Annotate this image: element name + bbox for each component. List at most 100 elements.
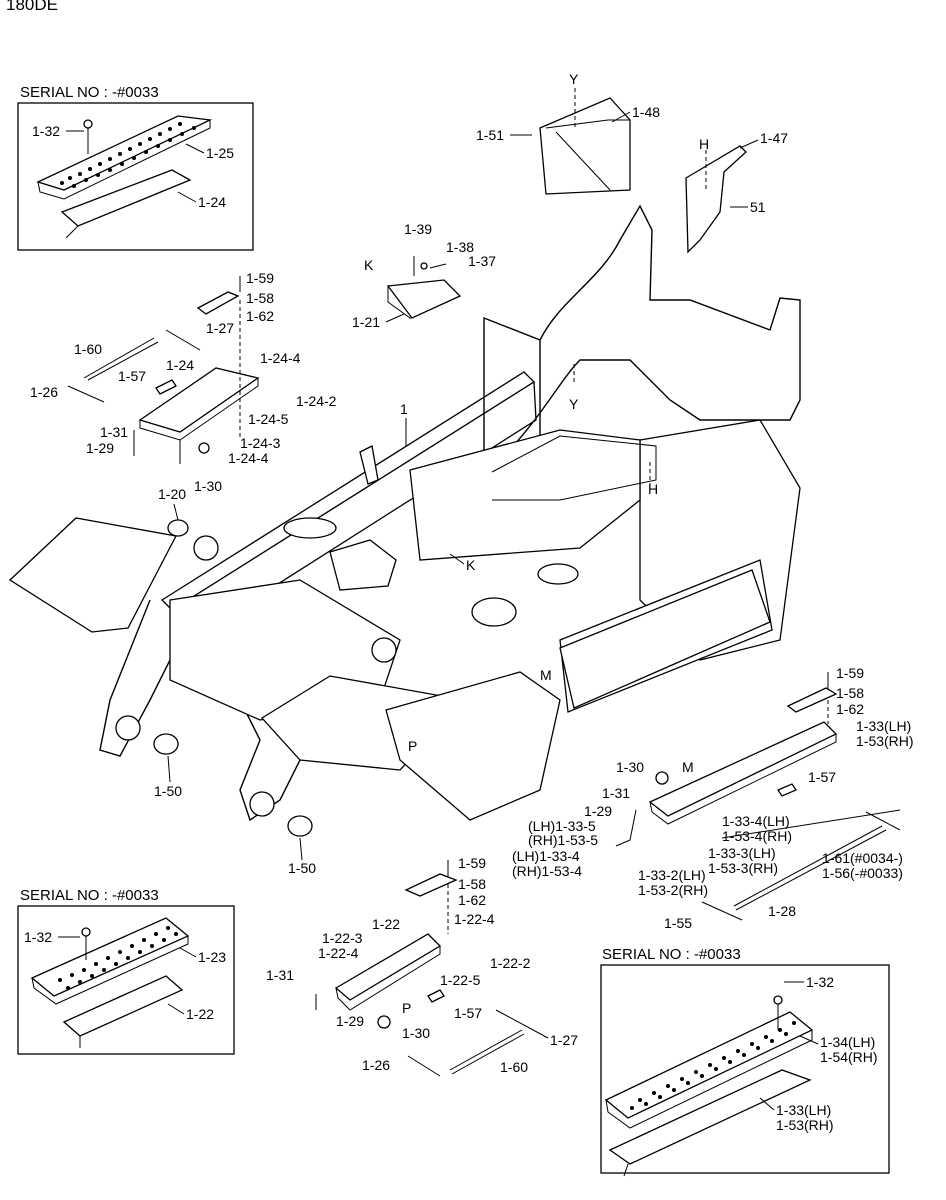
callout-1-53-4-rh: 1-53-4(RH) (722, 828, 792, 844)
callout-1-22-4-a: 1-22-4 (318, 945, 359, 961)
callout-1-53-rh-box: 1-53(RH) (776, 1117, 834, 1133)
callout-1-22-bottom: 1-22 (372, 916, 400, 932)
callout-1-62-right: 1-62 (836, 701, 864, 717)
callout-1-24-3: 1-24-3 (240, 435, 281, 451)
callout-1-33-lh-box: 1-33(LH) (776, 1102, 831, 1118)
step-plate-drawing-3 (604, 995, 814, 1177)
callout-1-60-bottom: 1-60 (500, 1059, 528, 1075)
callout-lh-1-33-5: (LH)1-33-5 (528, 818, 596, 834)
callout-1-58-right: 1-58 (836, 685, 864, 701)
callout-1-26-bottom: 1-26 (362, 1057, 390, 1073)
callout-1-23: 1-23 (198, 949, 226, 965)
callout-K-top: K (364, 257, 374, 273)
callout-H-top: H (699, 136, 709, 152)
callout-rh-1-53-4: (RH)1-53-4 (512, 863, 582, 879)
callout-1-22-3: 1-22-3 (322, 930, 363, 946)
callout-1-22-box: 1-22 (186, 1006, 214, 1022)
callout-1-50-a: 1-50 (154, 783, 182, 799)
callout-1-28: 1-28 (768, 903, 796, 919)
bracket-1-21-drawing (386, 256, 462, 319)
callout-1-22-2: 1-22-2 (490, 955, 531, 971)
callout-1-50-b: 1-50 (288, 860, 316, 876)
callout-1-59-left: 1-59 (246, 270, 274, 286)
callout-lh-1-33-4: (LH)1-33-4 (512, 848, 580, 864)
callout-1-24-4-a: 1-24-4 (260, 350, 301, 366)
callout-1-59-bottom: 1-59 (458, 855, 486, 871)
callout-1-20: 1-20 (158, 486, 186, 502)
callout-1-frame: 1 (400, 401, 408, 417)
step-assembly-bottom-drawing (315, 860, 549, 1077)
callout-1-59-right: 1-59 (836, 665, 864, 681)
callout-1-62-bottom: 1-62 (458, 892, 486, 908)
callout-1-30-left: 1-30 (194, 478, 222, 494)
callout-1-57-right: 1-57 (808, 769, 836, 785)
callout-Y-frame: Y (569, 396, 579, 412)
callout-1-39: 1-39 (404, 221, 432, 237)
callout-1-24-2: 1-24-2 (296, 393, 337, 409)
callout-1-31-right: 1-31 (602, 785, 630, 801)
callout-1-53-3-rh: 1-53-3(RH) (708, 860, 778, 876)
callout-1-31-bottom: 1-31 (266, 967, 294, 983)
callout-K-frame: K (466, 557, 476, 573)
callout-1-57-bottom: 1-57 (454, 1005, 482, 1021)
callout-H-frame: H (648, 481, 658, 497)
callout-P-bottom: P (402, 1000, 411, 1016)
callout-1-56: 1-56(-#0033) (822, 865, 903, 881)
callout-1-57-left: 1-57 (118, 368, 146, 384)
step-assembly-right-drawing (615, 672, 901, 921)
callout-1-48: 1-48 (632, 104, 660, 120)
callout-1-34-lh: 1-34(LH) (820, 1034, 875, 1050)
callout-1-51: 1-51 (476, 127, 504, 143)
callout-1-53-2-rh: 1-53-2(RH) (638, 882, 708, 898)
callout-1-22-4-b: 1-22-4 (454, 911, 495, 927)
serial-header-1: SERIAL NO : -#0033 (20, 84, 159, 101)
callout-1-37: 1-37 (468, 253, 496, 269)
callout-Y-top: Y (569, 71, 579, 87)
callout-rh-1-53-5: (RH)1-53-5 (528, 832, 598, 848)
bracket-1-47-drawing (685, 145, 747, 254)
step-plate-drawing-1 (36, 115, 213, 239)
callout-1-24-5: 1-24-5 (248, 411, 289, 427)
step-assembly-left-drawing (67, 276, 260, 464)
serial-box-1 (17, 102, 254, 251)
callout-1-29-right: 1-29 (584, 803, 612, 819)
callout-1-33-lh: 1-33(LH) (856, 718, 911, 734)
callout-1-30-bottom: 1-30 (402, 1025, 430, 1041)
callout-1-21: 1-21 (352, 314, 380, 330)
callout-1-33-4-lh: 1-33-4(LH) (722, 813, 790, 829)
callout-1-33-3-lh: 1-33-3(LH) (708, 845, 776, 861)
callout-1-30-right: 1-30 (616, 759, 644, 775)
callout-1-29-left: 1-29 (86, 440, 114, 456)
step-plate-drawing-2 (30, 917, 190, 1048)
callout-1-26-left: 1-26 (30, 384, 58, 400)
callout-1-31-left: 1-31 (100, 424, 128, 440)
callout-1-27-bottom: 1-27 (550, 1032, 578, 1048)
callout-51: 51 (750, 199, 766, 215)
callout-P-frame: P (408, 738, 417, 754)
callout-1-24-left: 1-24 (166, 357, 194, 373)
callout-1-32-a: 1-32 (32, 123, 60, 139)
callout-1-24-a: 1-24 (198, 194, 226, 210)
callout-1-62-left: 1-62 (246, 308, 274, 324)
model-title: 180DE (6, 0, 58, 14)
main-frame-drawing (8, 204, 801, 837)
serial-header-2: SERIAL NO : -#0033 (20, 887, 159, 904)
callout-1-25: 1-25 (206, 145, 234, 161)
callout-1-60-left: 1-60 (74, 341, 102, 357)
callout-1-32-c: 1-32 (806, 974, 834, 990)
callout-1-55: 1-55 (664, 915, 692, 931)
callout-1-22-5: 1-22-5 (440, 972, 481, 988)
callout-1-58-bottom: 1-58 (458, 876, 486, 892)
callout-1-32-b: 1-32 (24, 929, 52, 945)
serial-header-3: SERIAL NO : -#0033 (602, 946, 741, 963)
callout-1-38: 1-38 (446, 239, 474, 255)
serial-box-2 (17, 905, 235, 1055)
callout-M-frame: M (540, 667, 552, 683)
cover-1-48-drawing (539, 88, 631, 195)
callout-1-29-bottom: 1-29 (336, 1013, 364, 1029)
callout-1-47: 1-47 (760, 130, 788, 146)
serial-box-3 (600, 964, 890, 1174)
callout-1-58-left: 1-58 (246, 290, 274, 306)
callout-1-53-rh: 1-53(RH) (856, 733, 914, 749)
